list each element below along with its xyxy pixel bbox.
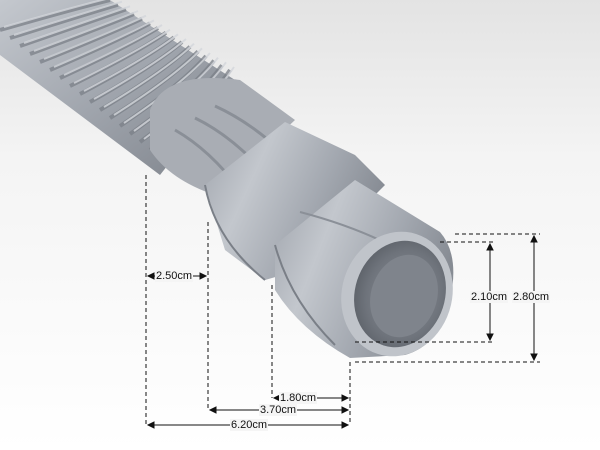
mid-length-label: 3.70cm: [259, 404, 298, 416]
outer-height-label: 2.80cm: [512, 291, 551, 303]
total-length-label: 6.20cm: [230, 419, 269, 431]
dimension-lines: [145, 175, 540, 429]
inner-height-label: 2.10cm: [470, 291, 509, 303]
hose-opening: [341, 231, 453, 357]
hose-cuff-upper: [204, 122, 385, 281]
cuff-length-label: 1.80cm: [279, 392, 318, 404]
neck-width-label: 2.50cm: [155, 270, 194, 282]
